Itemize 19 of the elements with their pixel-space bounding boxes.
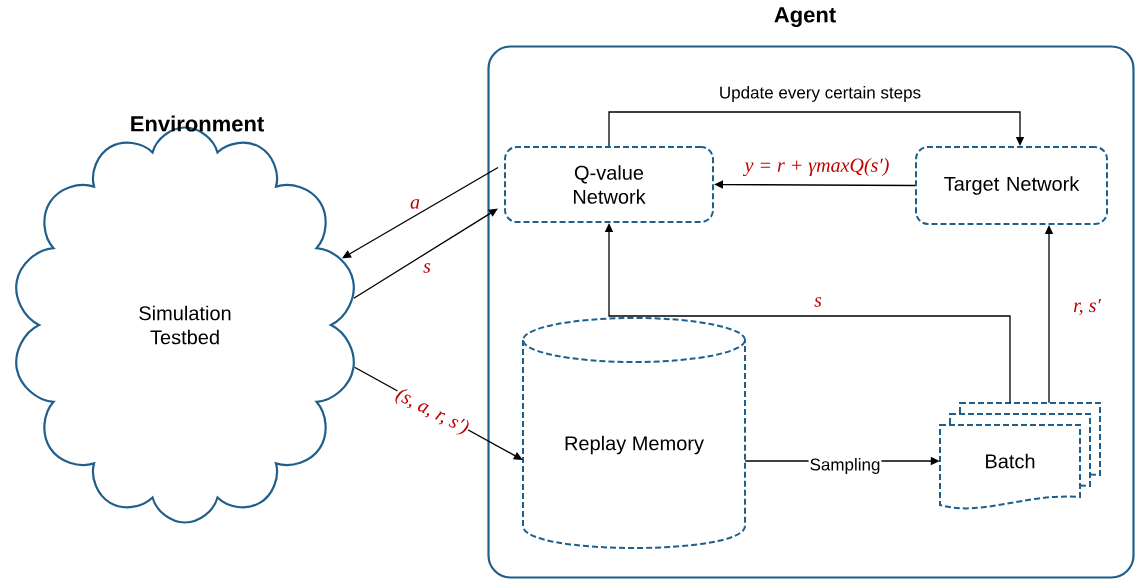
edge-label: a: [409, 198, 421, 210]
edge-label: s: [813, 296, 823, 308]
process-box: Target Network: [915, 146, 1108, 225]
node-label: Replay Memory: [565, 435, 704, 455]
edge-label: y = r + γmaxQ(s′): [742, 156, 891, 178]
edge-label: r, s′: [1072, 297, 1102, 317]
heading: Agent: [774, 7, 836, 27]
edge-label: s: [422, 262, 432, 274]
arrow: [608, 111, 1025, 147]
database-cylinder: Replay Memory: [522, 317, 746, 549]
arrow: [604, 223, 1011, 404]
edge-label: Update every certain steps: [717, 85, 923, 103]
edge-label: (s, a, r, s′): [391, 384, 473, 440]
edge-label: Sampling: [808, 457, 882, 475]
document-stack: Batch: [939, 402, 1101, 510]
process-box: Q-value Network: [504, 146, 714, 223]
arrow: [342, 166, 499, 259]
arrow: [353, 208, 498, 299]
arrow: [714, 180, 916, 189]
